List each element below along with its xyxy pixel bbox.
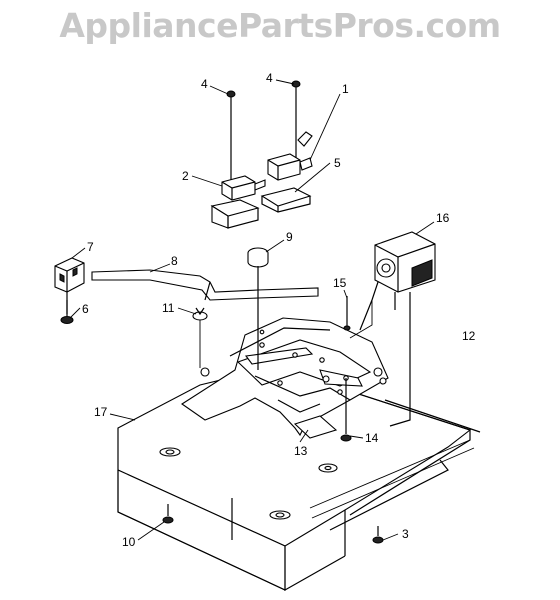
- callout-6: 6: [82, 302, 89, 316]
- fastener-9: [247, 247, 269, 370]
- callout-17: 17: [94, 405, 108, 419]
- callout-9: 9: [286, 230, 293, 244]
- clip-11: [192, 307, 208, 368]
- callout-7: 7: [87, 240, 94, 254]
- solenoid-lead: [349, 300, 373, 339]
- callout-16: 16: [436, 211, 450, 225]
- callout-13: 13: [294, 444, 308, 458]
- screw-4-left: [226, 90, 236, 180]
- callout-1: 1: [342, 82, 349, 96]
- callout-15: 15: [333, 276, 347, 290]
- callout-5: 5: [334, 156, 341, 170]
- callout-11: 11: [162, 301, 175, 315]
- callout-10: 10: [122, 535, 136, 549]
- callout-2: 2: [182, 169, 189, 183]
- callout-8: 8: [171, 254, 178, 268]
- switch-left: [54, 257, 85, 314]
- screw-3: [372, 526, 384, 544]
- switch-2: [210, 175, 266, 229]
- solenoid: [359, 231, 436, 427]
- screw-14: [340, 378, 352, 442]
- callout-14: 14: [365, 431, 379, 445]
- screw-6: [60, 300, 74, 324]
- linkage-bracket: [181, 317, 389, 439]
- callout-12: 12: [462, 329, 476, 343]
- callout-4a: 4: [201, 77, 208, 91]
- callout-labels: 1 2 3 4 4 5 6 7 8 9 10 11 12 13 14 15 16…: [82, 71, 476, 549]
- screw-10: [162, 504, 174, 524]
- callout-4b: 4: [266, 71, 273, 85]
- actuator-rod: [91, 269, 319, 301]
- screw-4-right: [291, 80, 301, 158]
- leader-lines: [69, 79, 435, 541]
- site-watermark: AppliancePartsPros.com: [59, 6, 501, 45]
- screw-15: [343, 296, 351, 331]
- callout-3: 3: [402, 527, 409, 541]
- switch-1: [260, 131, 313, 213]
